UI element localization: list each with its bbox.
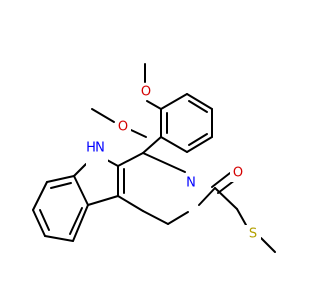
bond-bz-5b bbox=[69, 207, 83, 235]
bond-bz-1b bbox=[50, 182, 72, 189]
bond-co-a bbox=[211, 172, 231, 188]
bond-bz-2 bbox=[32, 181, 48, 211]
atom-n-label: N bbox=[95, 141, 105, 156]
oxygen-atom-methoxy-2: O bbox=[115, 119, 131, 135]
atom-o-label: O bbox=[118, 120, 128, 135]
bond-c4a-c4b bbox=[87, 195, 119, 206]
bond-cco-ch2 bbox=[214, 187, 238, 210]
amide-nitrogen-atom: N bbox=[183, 174, 199, 192]
bond-ar-2b bbox=[188, 100, 208, 113]
bond-ar-4 bbox=[186, 136, 213, 153]
bond-bz-5 bbox=[72, 204, 89, 242]
bond-s-ch3 bbox=[260, 237, 276, 253]
bond-ar-1 bbox=[160, 93, 188, 110]
bond-layer bbox=[32, 63, 276, 253]
bond-co-b bbox=[217, 179, 236, 194]
atom-s-label: S bbox=[249, 227, 257, 242]
atom-h-label: H bbox=[86, 141, 96, 156]
atom-o-label: O bbox=[233, 166, 243, 181]
bond-bz-3 bbox=[32, 209, 46, 237]
carbonyl-oxygen-atom: O bbox=[230, 164, 246, 182]
bond-c4-c3 bbox=[142, 210, 169, 225]
bond-ch2-s bbox=[236, 208, 247, 226]
bond-ar-c1 bbox=[142, 136, 162, 154]
atom-o-label: O bbox=[141, 85, 151, 100]
bond-c4b-c8a bbox=[73, 175, 89, 206]
bond-n2-cco bbox=[198, 187, 216, 206]
bond-c4a-c4 bbox=[117, 195, 144, 212]
bond-bz-3b bbox=[39, 209, 50, 231]
bond-ar-2 bbox=[186, 93, 213, 110]
oxygen-atom-methoxy-1: O bbox=[138, 84, 154, 100]
bond-bz-1 bbox=[46, 175, 75, 183]
atom-label-layer: O O H N N O S bbox=[86, 84, 261, 243]
bond-bz-4 bbox=[44, 235, 74, 242]
bond-c9a-n9 bbox=[106, 159, 119, 167]
sulfur-atom: S bbox=[245, 225, 261, 243]
bond-c3-n2 bbox=[167, 211, 189, 225]
molecule-structure: O O H N N O S bbox=[32, 63, 276, 253]
bond-ch3-o2 bbox=[91, 108, 115, 123]
bond-n9-c8a bbox=[73, 163, 87, 177]
bond-n2-c1 bbox=[142, 152, 186, 173]
bond-o2-ring bbox=[130, 129, 147, 138]
indole-nh-atom: H N bbox=[86, 141, 108, 170]
bond-o1-ring bbox=[146, 100, 162, 110]
bond-ar-4b bbox=[188, 133, 208, 146]
atom-n-label: N bbox=[186, 176, 196, 191]
bond-ar-5 bbox=[160, 136, 188, 153]
bond-c1-c9a bbox=[117, 152, 144, 167]
